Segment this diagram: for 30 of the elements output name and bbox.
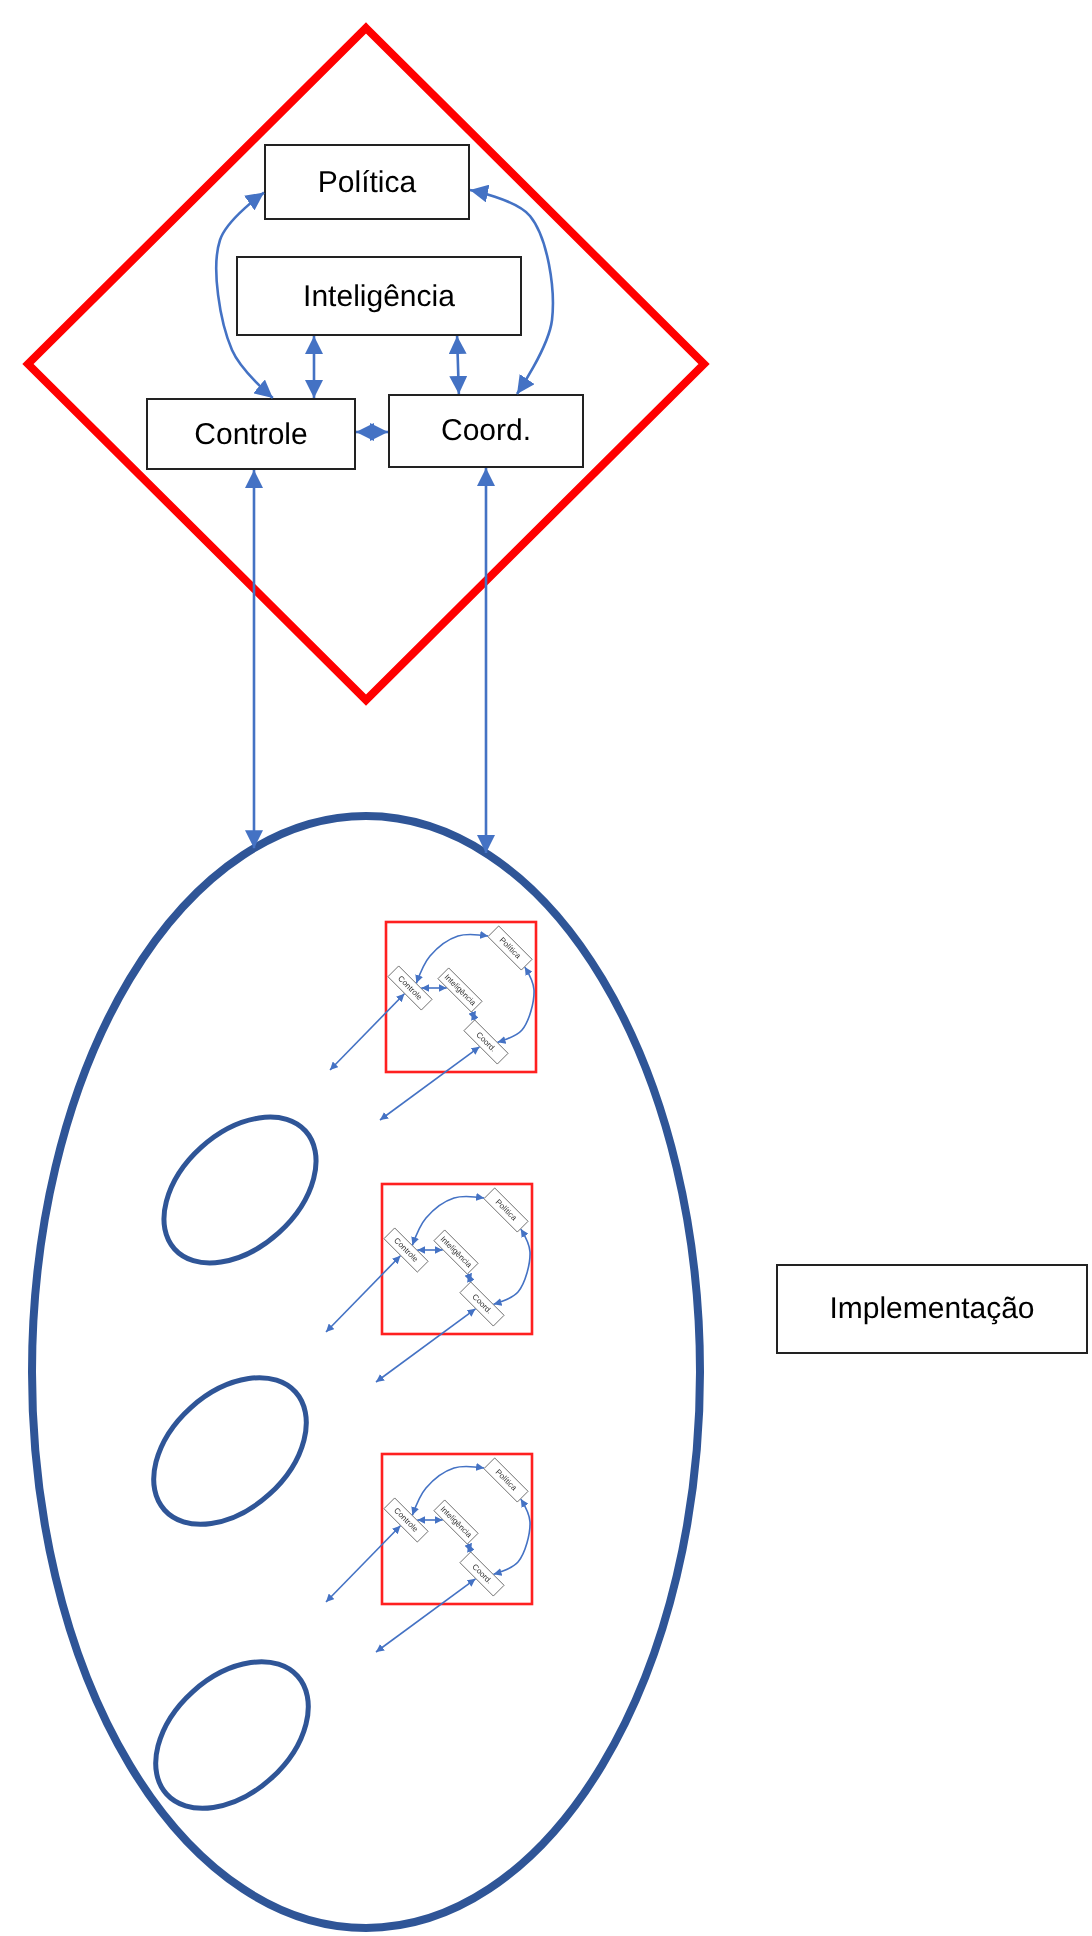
arrow <box>379 1046 481 1121</box>
arrow <box>215 191 274 399</box>
process-box: Implementação <box>776 1264 1088 1354</box>
process-box: Inteligência <box>236 256 522 336</box>
arrow <box>411 1192 485 1246</box>
arrow <box>496 966 535 1044</box>
arrow <box>356 423 388 441</box>
arrow <box>469 184 555 395</box>
arrow <box>464 1272 475 1283</box>
arrow <box>375 1578 477 1653</box>
arrow <box>477 468 495 854</box>
arrow <box>492 1228 531 1306</box>
arrow <box>305 336 323 398</box>
arrow <box>416 1516 444 1524</box>
process-box: Política <box>264 144 470 220</box>
arrow <box>329 992 406 1071</box>
process-box: Controle <box>146 398 356 470</box>
arrow <box>375 1308 477 1383</box>
arrow <box>448 335 468 395</box>
arrow <box>245 470 263 849</box>
arrow <box>464 1542 475 1553</box>
arrow <box>325 1524 402 1603</box>
arrow <box>420 984 448 992</box>
arrow <box>416 1246 444 1254</box>
process-box: Coord. <box>388 394 584 468</box>
arrow <box>415 930 489 984</box>
arrow <box>325 1254 402 1333</box>
arrow <box>468 1010 479 1021</box>
arrow <box>492 1498 531 1576</box>
arrow <box>411 1462 485 1516</box>
